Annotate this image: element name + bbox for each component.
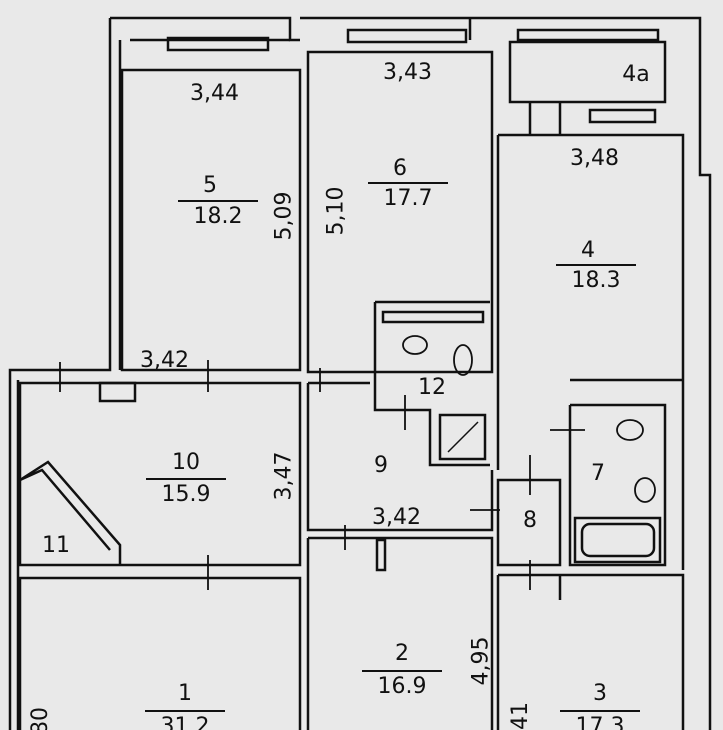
room-9-number: 9 bbox=[374, 453, 388, 478]
room-12-number: 12 bbox=[418, 375, 446, 400]
room-6-area: 17.7 bbox=[368, 182, 448, 210]
room-6-number: 6 bbox=[393, 156, 407, 181]
room-8-number: 8 bbox=[523, 508, 537, 533]
room-2-area: 16.9 bbox=[362, 670, 442, 698]
dim-room10-width: 3,42 bbox=[140, 348, 189, 373]
room-11-number: 11 bbox=[42, 533, 70, 558]
toilet-icon bbox=[453, 344, 473, 376]
room-4a-number: 4a bbox=[622, 62, 650, 87]
dim-room1-length: 80 bbox=[28, 707, 53, 730]
dim-room9-width: 3,42 bbox=[372, 505, 421, 530]
sink-icon bbox=[402, 335, 428, 355]
dim-room5-width: 3,44 bbox=[190, 81, 239, 106]
room-4-area: 18.3 bbox=[556, 264, 636, 292]
room-7-number: 7 bbox=[591, 461, 605, 486]
dim-room6-width: 3,43 bbox=[383, 60, 432, 85]
room-1-area: 31.2 bbox=[145, 710, 225, 730]
dim-room10-length: 3,47 bbox=[271, 451, 297, 501]
room-10-number: 10 bbox=[172, 450, 200, 475]
room-2-number: 2 bbox=[395, 641, 409, 666]
dim-room5-length: 5,09 bbox=[271, 191, 297, 241]
room-1-number: 1 bbox=[178, 681, 192, 706]
dim-room3-length: 41 bbox=[508, 702, 533, 730]
dim-room2-length: 4,95 bbox=[468, 636, 494, 686]
room-5-area: 18.2 bbox=[178, 200, 258, 228]
room-3-number: 3 bbox=[593, 681, 607, 706]
dim-room6-length: 5,10 bbox=[323, 186, 349, 236]
room-4-number: 4 bbox=[581, 238, 595, 263]
sink-icon bbox=[634, 477, 656, 503]
room-5-number: 5 bbox=[203, 173, 217, 198]
dim-room4-width: 3,48 bbox=[570, 146, 619, 171]
room-3-area: 17.3 bbox=[560, 710, 640, 730]
toilet-icon bbox=[616, 419, 644, 441]
room-10-area: 15.9 bbox=[146, 478, 226, 506]
